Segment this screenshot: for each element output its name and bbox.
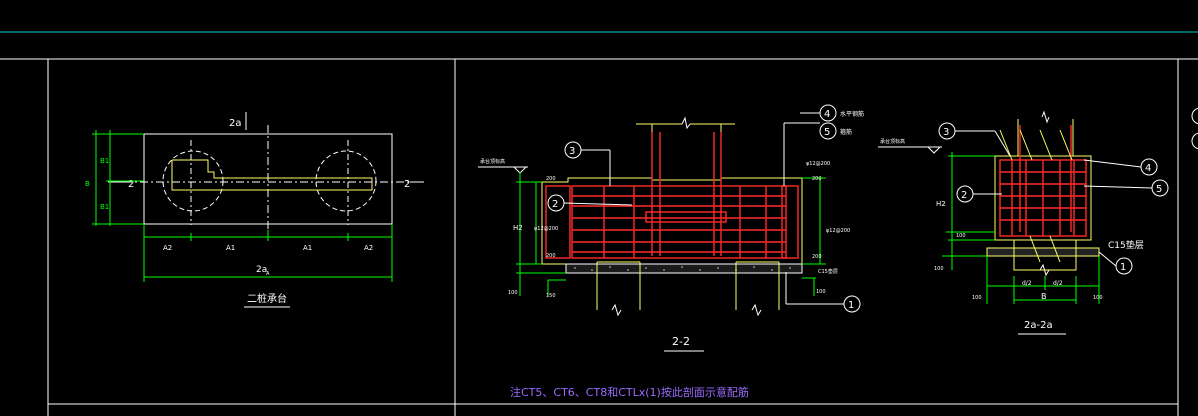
note-top-bar: φ12@200: [806, 161, 830, 167]
drawing-frame: [0, 58, 1198, 416]
callout-5-label: 5: [824, 127, 830, 138]
column-beam-outline: [171, 159, 373, 191]
callout-1-2a-label: 1: [1120, 262, 1126, 273]
callout-3-label: 3: [569, 146, 575, 157]
dim-100-left: 100: [508, 290, 518, 296]
callouts-2-2[interactable]: [547, 104, 861, 313]
dim-200-top-left: 200: [546, 176, 556, 182]
dim-d2-left: d/2: [1022, 280, 1032, 287]
dim-200-bottom-left: 200: [546, 253, 556, 259]
column-2a: [1017, 119, 1074, 156]
rebar-2a: [999, 125, 1087, 237]
pile-break-right: [751, 303, 762, 317]
cushion-2a: [986, 247, 1100, 257]
section-2-2-title: 2-2: [672, 335, 690, 348]
note-horizontal-rebar: 水平钢筋: [840, 110, 864, 118]
dim-A: A: [266, 271, 270, 277]
pile-break-2a: [1039, 263, 1050, 277]
footer-note: 注CT5、CT6、CT8和CTLx(1)按此剖面示意配筋: [510, 385, 749, 399]
dim-H2-2a: H2: [936, 200, 946, 208]
dim-A2-left: A2: [163, 244, 172, 252]
dim-100-right-2a: 100: [1093, 295, 1103, 301]
edge-callout-circle: [1191, 107, 1198, 125]
callout-2-label: 2: [552, 199, 558, 210]
note-cushion-2a: C15垫层: [1108, 239, 1144, 251]
dim-A2-right: A2: [364, 244, 373, 252]
column-break-2a: [1041, 110, 1050, 124]
dim-A1-right: A1: [303, 244, 312, 252]
pile-right: [315, 150, 377, 212]
callout-2-2a-label: 2: [961, 190, 967, 201]
dim-200-top-right: 200: [812, 176, 822, 182]
dim-A1-left: A1: [226, 244, 235, 252]
note-left-side-bar: φ12@200: [534, 226, 558, 232]
note-cap-top-elev-2a: 承台顶标高: [880, 138, 905, 145]
rebar-2-2: [545, 132, 799, 259]
plan-title: 二桩承台: [247, 292, 287, 305]
edge-callout-circle: [1191, 132, 1198, 150]
dim-100-b-2a: 100: [934, 266, 944, 272]
section-2-2[interactable]: 3 2 4 5 1 水平钢筋 箍筋 φ12@200 承台顶标高 200 200 …: [478, 104, 864, 352]
dim-150: 150: [546, 293, 556, 299]
elevation-mark-2a: [927, 146, 941, 154]
dim-100-right: 100: [816, 289, 826, 295]
dim-200-bottom-right: 200: [812, 254, 822, 260]
dim-H2: H2: [513, 224, 523, 232]
dim-B1-top: B1: [100, 157, 109, 165]
callout-5-2a-label: 5: [1156, 184, 1162, 195]
cushion-layer: [565, 263, 803, 274]
pile-left: [162, 150, 224, 212]
callout-3-2a-label: 3: [943, 127, 949, 138]
callouts-2a[interactable]: [938, 122, 1169, 275]
dim-d2-right: d/2: [1053, 280, 1063, 287]
note-right-side-bar: φ12@200: [826, 228, 850, 234]
dim-100-left-2a: 100: [972, 295, 982, 301]
dim-100-a-2a: 100: [956, 233, 966, 239]
plan-horizontal-dimensions: [143, 224, 393, 282]
column-break-symbol: [681, 116, 691, 130]
dim-B1-bottom: B1: [100, 203, 109, 211]
dim-total-2a: 2a: [256, 265, 267, 275]
pile-break-left: [611, 303, 622, 317]
piles-2-2: [596, 261, 780, 310]
column-outline: [636, 123, 735, 180]
section-label-left: 2: [128, 179, 134, 190]
dims-2a: [942, 152, 1100, 304]
section-2a-2a[interactable]: 3 2 4 5 1 C15垫层 承台顶标高 H2 100 100 d/2 d/2: [878, 110, 1169, 335]
dim-B: B: [85, 180, 90, 188]
section-label-2a: 2a: [229, 118, 242, 129]
section-2a-2a-title: 2a-2a: [1024, 320, 1053, 331]
note-cushion-2-2: C15垫层: [818, 268, 838, 275]
plan-view[interactable]: 2a 2 2 B B1 B1 A2 A1 A1 A2 2a: [85, 112, 424, 308]
note-cap-top-elev: 承台顶标高: [480, 158, 505, 165]
callout-4-label: 4: [824, 109, 830, 120]
plan-vertical-dimensions: [92, 130, 144, 226]
dim-B-2a: B: [1041, 292, 1047, 301]
callout-5[interactable]: [819, 122, 837, 140]
dims-right-2-2: [802, 177, 826, 296]
dims-left-2-2: [516, 172, 566, 296]
section-label-right: 2: [404, 179, 410, 190]
cap-outline: [541, 177, 803, 265]
stirrup-diagonals-2a: [999, 129, 1073, 263]
callout-1-label: 1: [848, 300, 854, 311]
callout-4-2a-label: 4: [1145, 163, 1151, 174]
note-stirrup: 箍筋: [840, 128, 852, 136]
